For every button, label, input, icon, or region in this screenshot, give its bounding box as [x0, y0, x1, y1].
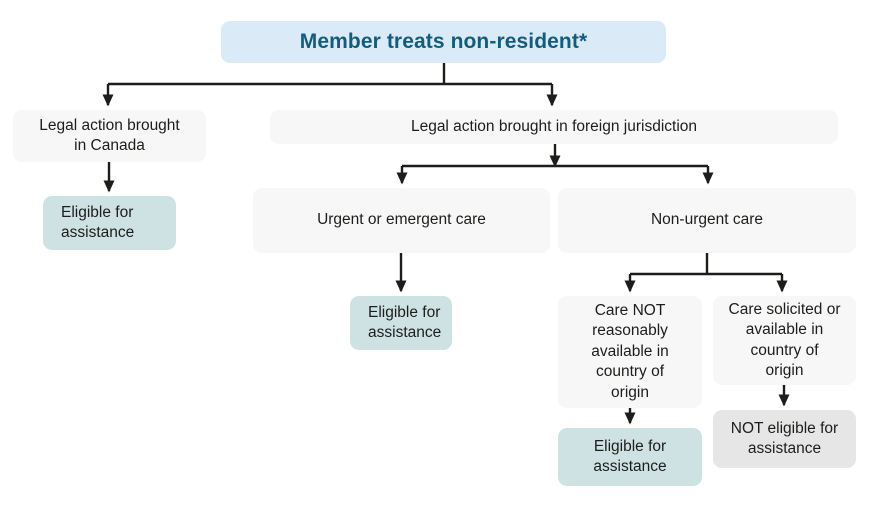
node-non-urgent-care-label: Non-urgent care — [650, 211, 763, 229]
node-urgent-care-label: Urgent or emergent care — [317, 211, 486, 229]
node-legal-action-foreign[interactable]: Legal action brought in foreign jurisdic… — [270, 110, 838, 144]
node-root-label: Member treats non-resident* — [299, 30, 588, 54]
node-urgent-care[interactable]: Urgent or emergent care — [253, 188, 550, 253]
node-root[interactable]: Member treats non-resident* — [221, 21, 666, 63]
node-non-urgent-care[interactable]: Non-urgent care — [558, 188, 856, 253]
node-legal-action-foreign-label: Legal action brought in foreign jurisdic… — [410, 117, 698, 135]
